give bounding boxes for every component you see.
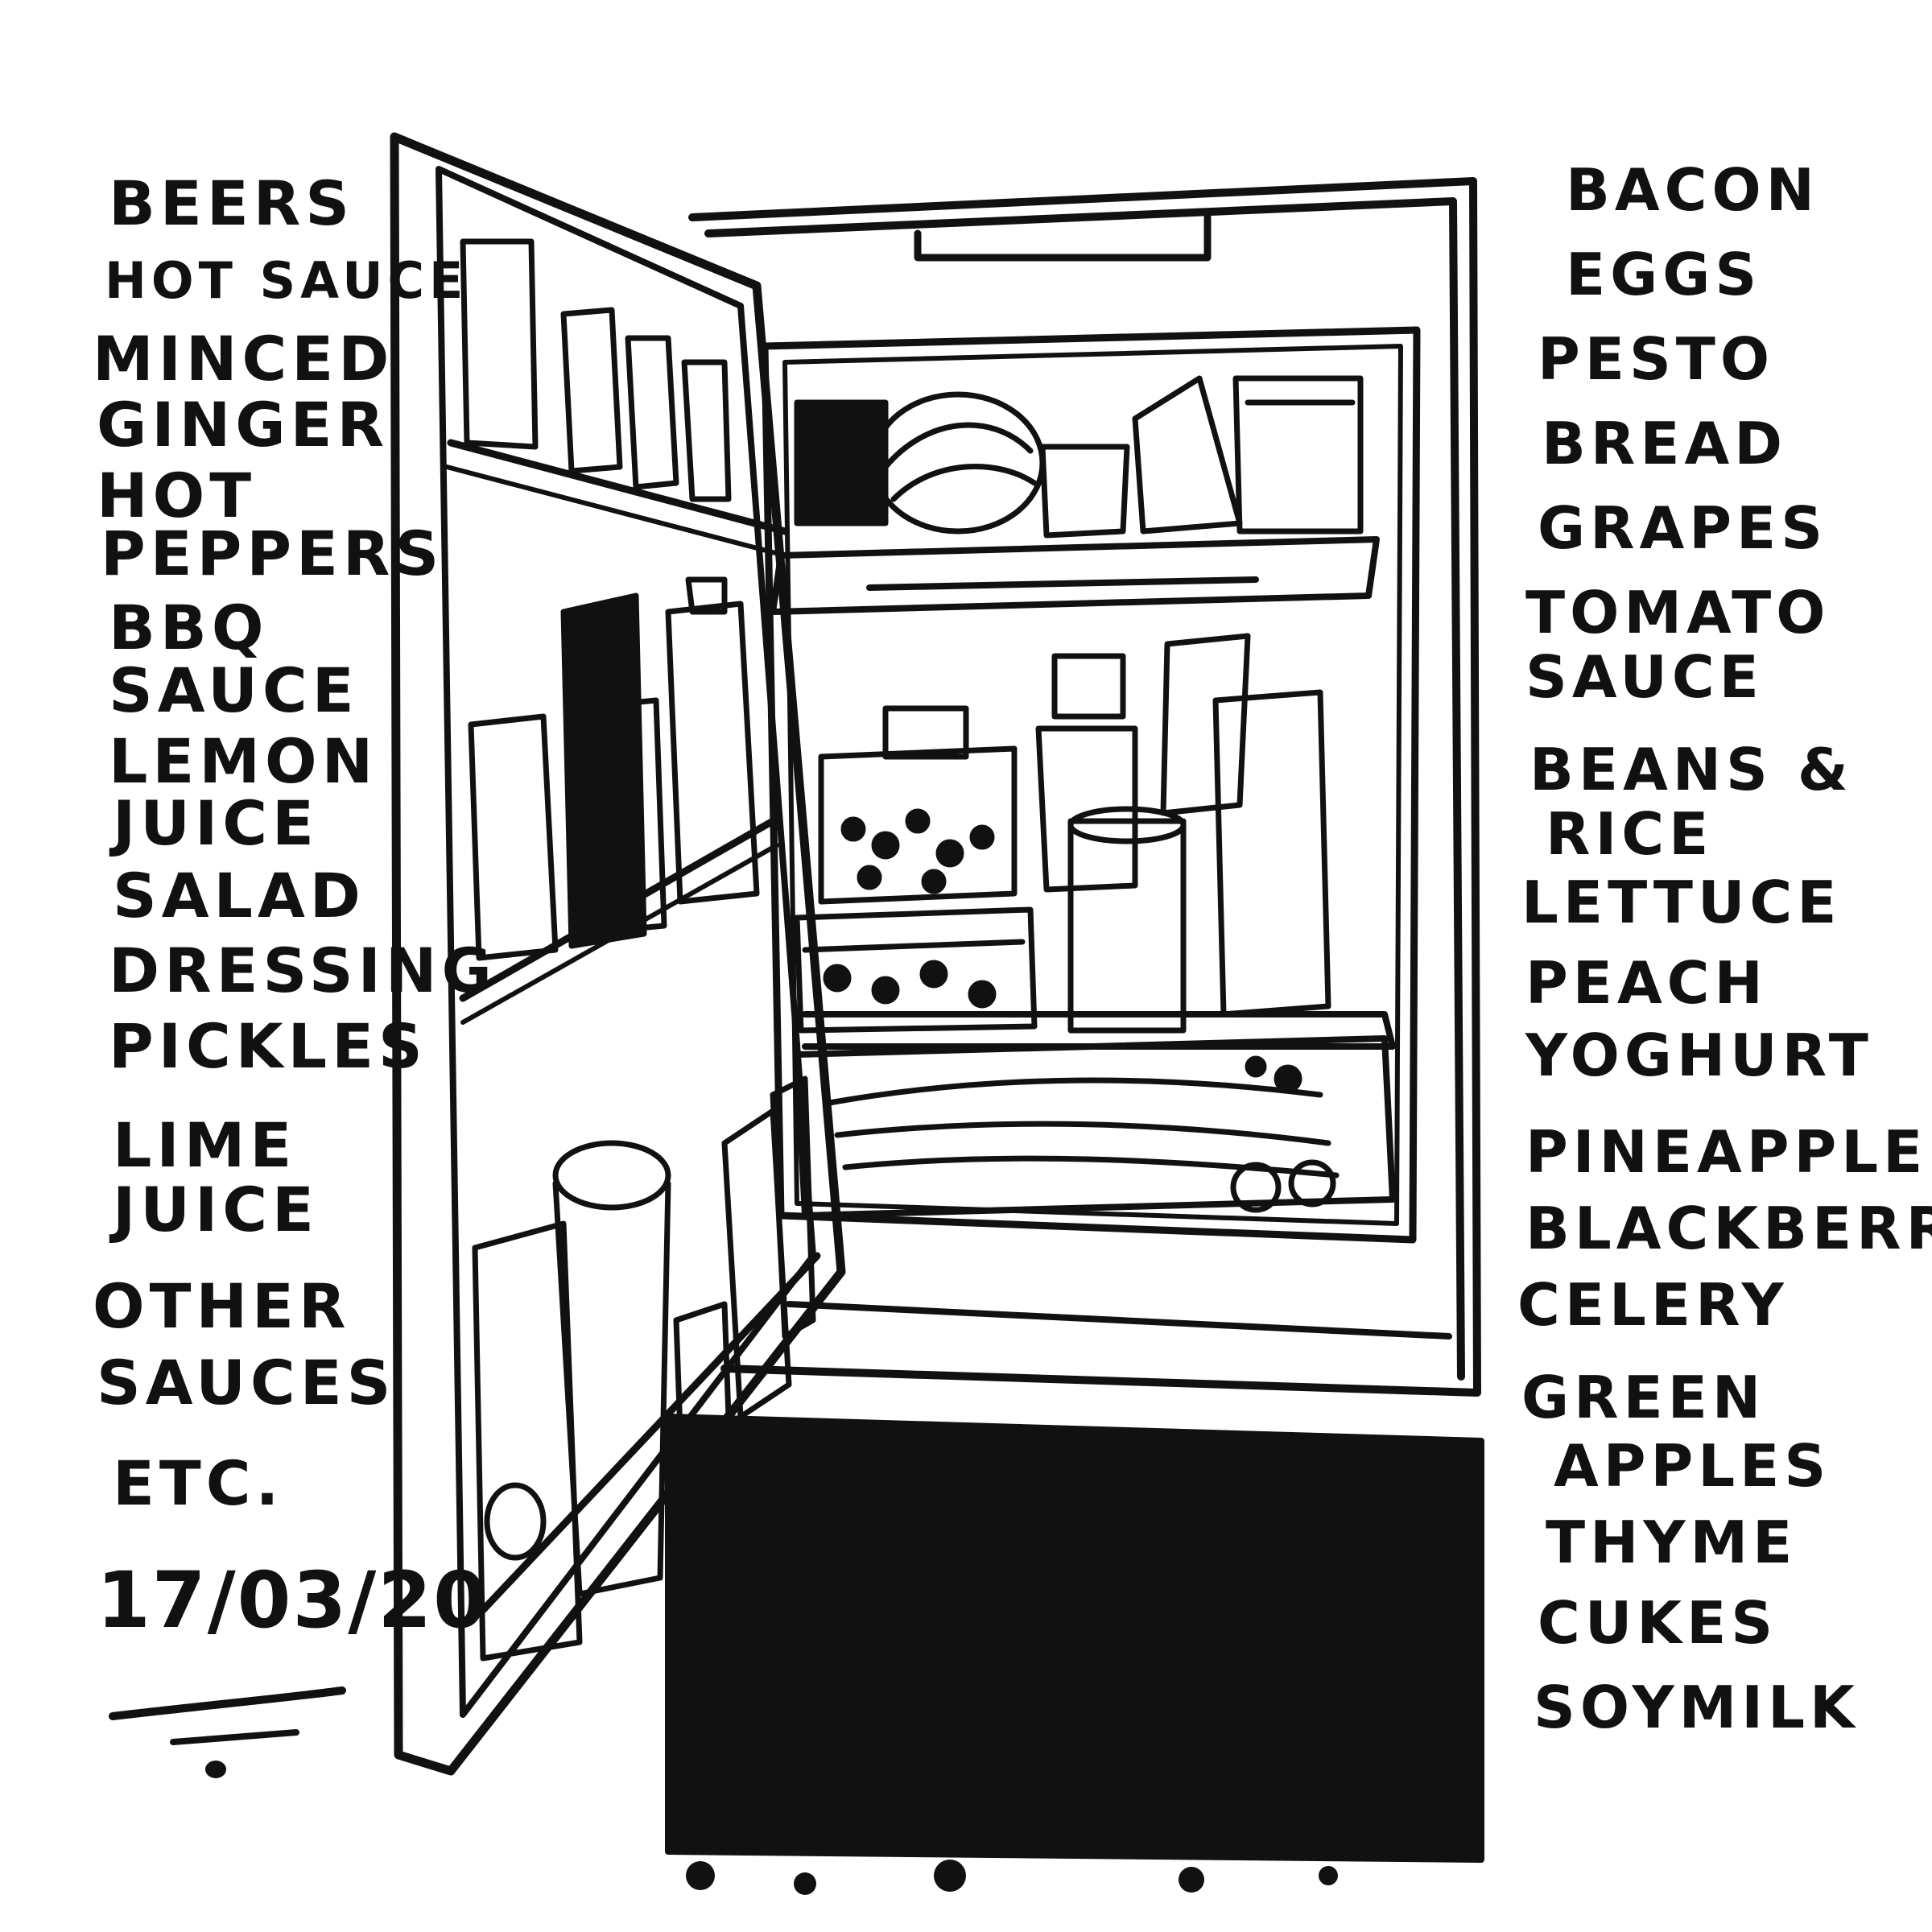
right-item-blackberry: BLACKBERRY bbox=[1525, 1195, 1932, 1262]
left-item-salad: SALAD bbox=[113, 860, 365, 931]
left-item-beers: BEERS bbox=[109, 167, 355, 239]
right-item-pineapple: PINEAPPLE bbox=[1525, 1118, 1928, 1186]
right-item-celery: CELERY bbox=[1517, 1271, 1789, 1339]
right-item-lettuce: LETTUCE bbox=[1521, 869, 1842, 936]
left-item-dressing: DRESSING bbox=[109, 935, 497, 1006]
right-item-tomato: TOMATO bbox=[1525, 579, 1831, 646]
right-item-pesto: PESTO bbox=[1538, 325, 1775, 393]
left-item-other: OTHER bbox=[93, 1270, 351, 1342]
left-item-lemon: LEMON bbox=[109, 725, 378, 797]
left-item-pickles: PICKLES bbox=[109, 1010, 427, 1082]
left-item-sauce: SAUCE bbox=[109, 654, 359, 726]
right-item-apples: APPLES bbox=[1554, 1432, 1831, 1500]
right-item-bacon: BACON bbox=[1566, 156, 1819, 224]
right-item-eggs: EGGS bbox=[1566, 241, 1762, 308]
right-item-green: GREEN bbox=[1521, 1364, 1766, 1431]
middle-shelf-items bbox=[794, 633, 1331, 1034]
left-item-lime: LIME bbox=[113, 1109, 297, 1181]
fridge-shelves bbox=[770, 536, 1396, 1219]
right-item-sauce: SAUCE bbox=[1525, 643, 1764, 711]
top-shelf-items bbox=[794, 375, 1364, 539]
right-item-soymilk: SOYMILK bbox=[1534, 1674, 1860, 1741]
left-item-ginger: GINGER bbox=[97, 389, 390, 460]
left-item-etc: ETC. bbox=[113, 1447, 284, 1519]
right-item-grapes: GRAPES bbox=[1538, 494, 1828, 562]
left-item-lime-juice: JUICE bbox=[113, 1174, 319, 1245]
left-item-sauces: SAUCES bbox=[97, 1347, 396, 1418]
left-item-bbq: BBQ bbox=[109, 592, 269, 663]
right-item-bread: BREAD bbox=[1542, 410, 1787, 477]
left-item-hot: HOT bbox=[97, 460, 257, 531]
left-item-minced: MINCED bbox=[93, 323, 394, 394]
right-item-peach: PEACH bbox=[1525, 949, 1768, 1017]
date-label: 17/03/20 bbox=[97, 1555, 489, 1645]
right-item-beans: BEANS & bbox=[1530, 736, 1853, 803]
door-items bbox=[460, 238, 816, 1662]
right-item-cukes: CUKES bbox=[1538, 1589, 1778, 1657]
left-item-hot-sauce: HOT SAUCE bbox=[105, 251, 469, 310]
right-item-thyme: THYME bbox=[1546, 1509, 1798, 1576]
right-item-yoghurt: YOGHURT bbox=[1525, 1022, 1873, 1089]
date-underline-flourish bbox=[109, 1686, 346, 1778]
left-item-peppers: PEPPERS bbox=[101, 518, 444, 589]
crisper-produce bbox=[826, 1055, 1340, 1213]
fridge-body bbox=[688, 177, 1481, 1397]
right-item-rice: RICE bbox=[1546, 800, 1714, 868]
left-item-juice: JUICE bbox=[113, 787, 319, 859]
fridge-base bbox=[665, 1414, 1484, 1895]
